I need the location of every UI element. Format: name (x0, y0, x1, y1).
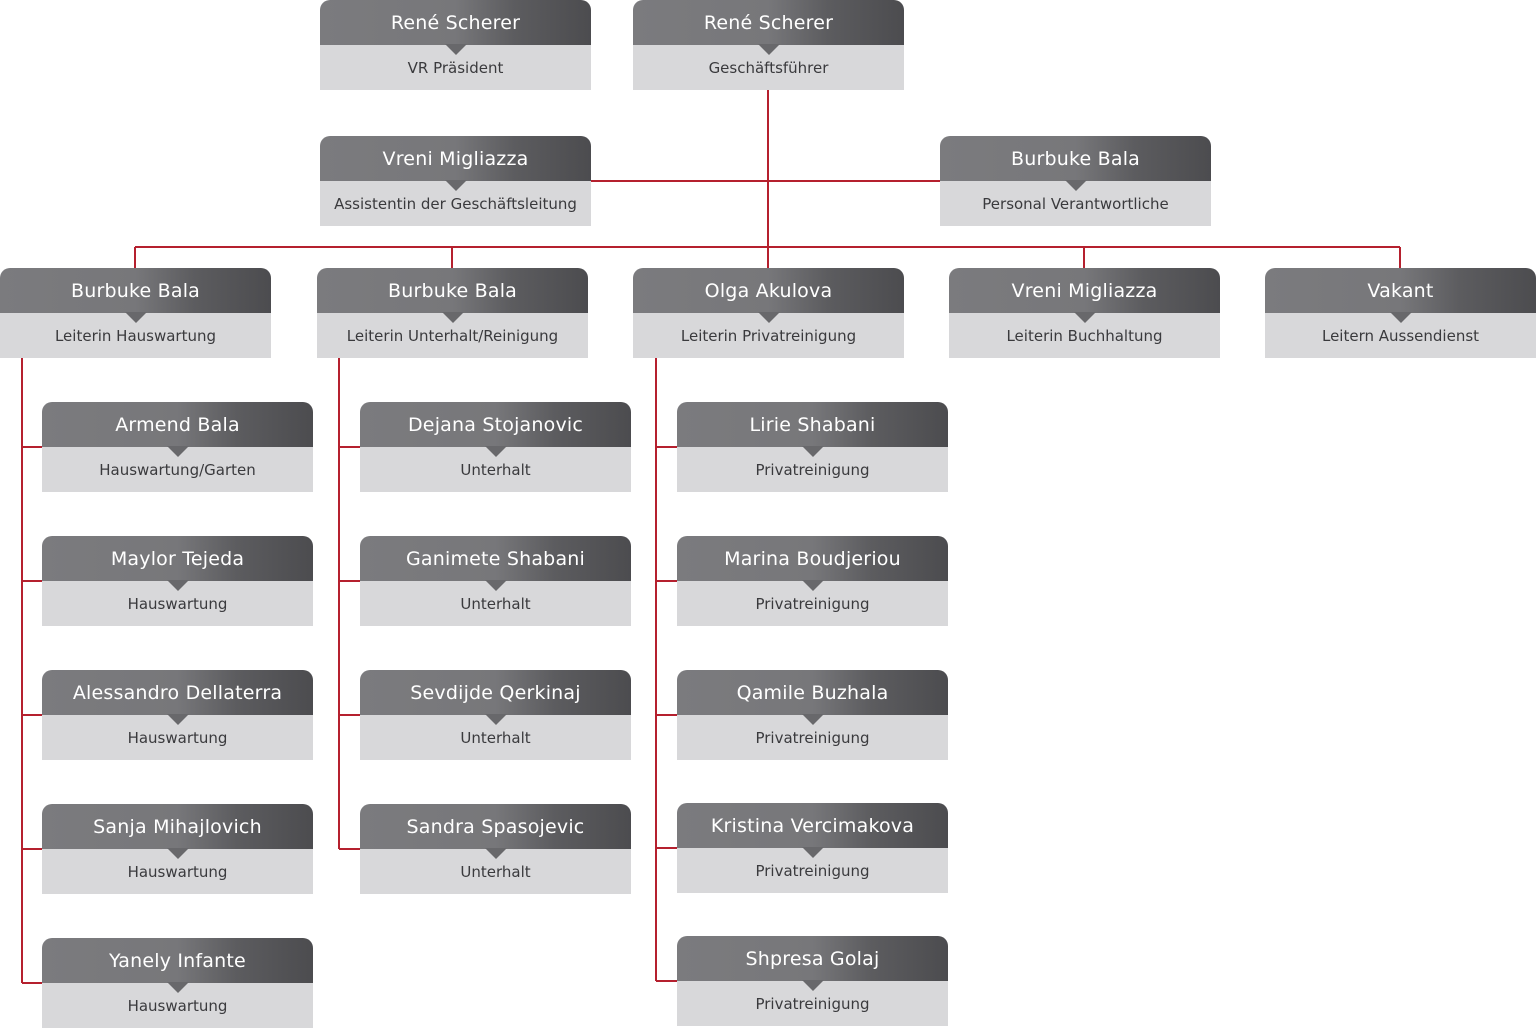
node-pointer (484, 446, 507, 457)
node-pointer (441, 312, 464, 323)
node-pointer (801, 847, 824, 858)
node-name: Sevdijde Qerkinaj (360, 670, 631, 715)
node-pointer (757, 312, 780, 323)
node-pointer (166, 848, 189, 859)
node-name: Maylor Tejeda (42, 536, 313, 581)
node-name: Ganimete Shabani (360, 536, 631, 581)
node-pointer (801, 446, 824, 457)
node-name: Marina Boudjeriou (677, 536, 948, 581)
node-role: Privatreinigung (677, 447, 948, 492)
node-name: Shpresa Golaj (677, 936, 948, 981)
node-pointer (1389, 312, 1412, 323)
node-pointer (444, 180, 467, 191)
node-role: VR Präsident (320, 45, 591, 90)
node-name: Lirie Shabani (677, 402, 948, 447)
node-name: Kristina Vercimakova (677, 803, 948, 848)
node-name: René Scherer (320, 0, 591, 45)
node-name: Yanely Infante (42, 938, 313, 983)
node-name: Burbuke Bala (940, 136, 1211, 181)
node-name: Burbuke Bala (0, 268, 271, 313)
node-name: Sanja Mihajlovich (42, 804, 313, 849)
node-pointer (801, 714, 824, 725)
node-pointer (166, 714, 189, 725)
node-pointer (1073, 312, 1096, 323)
node-pointer (444, 44, 467, 55)
node-name: Qamile Buzhala (677, 670, 948, 715)
node-pointer (757, 44, 780, 55)
node-name: Sandra Spasojevic (360, 804, 631, 849)
node-pointer (166, 446, 189, 457)
node-pointer (484, 714, 507, 725)
node-name: Burbuke Bala (317, 268, 588, 313)
node-name: Dejana Stojanovic (360, 402, 631, 447)
node-pointer (801, 980, 824, 991)
node-name: Vreni Migliazza (320, 136, 591, 181)
node-role: Leiterin Privatreinigung (633, 313, 904, 358)
node-role: Privatreinigung (677, 981, 948, 1026)
node-name: Vreni Migliazza (949, 268, 1220, 313)
node-role: Unterhalt (360, 581, 631, 626)
node-pointer (166, 982, 189, 993)
node-name: Armend Bala (42, 402, 313, 447)
node-pointer (801, 580, 824, 591)
node-name: René Scherer (633, 0, 904, 45)
node-pointer (484, 580, 507, 591)
node-pointer (1064, 180, 1087, 191)
node-role: Hauswartung (42, 983, 313, 1028)
node-pointer (124, 312, 147, 323)
node-pointer (484, 848, 507, 859)
node-name: Vakant (1265, 268, 1536, 313)
node-name: Olga Akulova (633, 268, 904, 313)
node-pointer (166, 580, 189, 591)
node-name: Alessandro Dellaterra (42, 670, 313, 715)
